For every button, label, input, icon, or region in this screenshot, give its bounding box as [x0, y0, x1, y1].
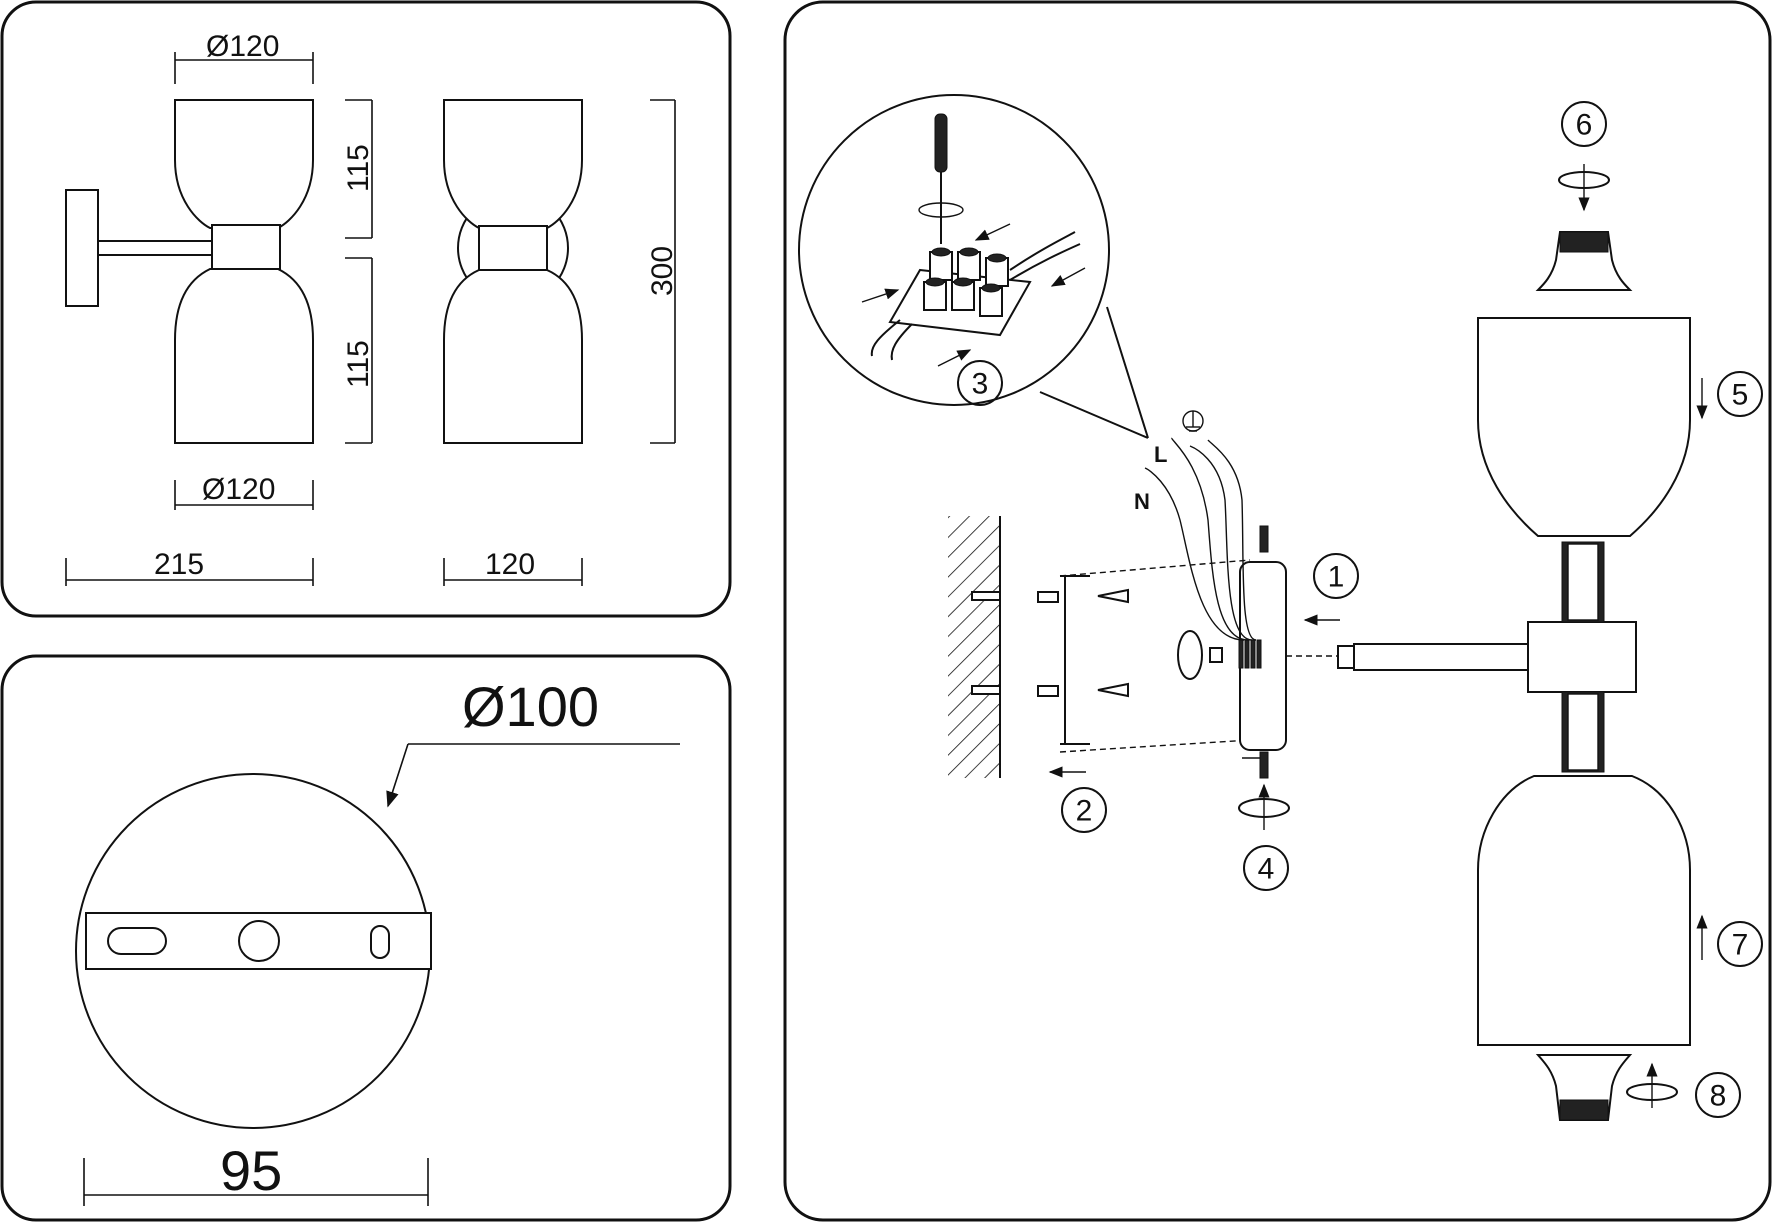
step-label-6: 6: [1576, 109, 1593, 142]
plate-diameter-label: Ø100: [462, 675, 599, 738]
depth-label: 215: [154, 548, 204, 581]
screw-slot: [370, 925, 390, 959]
lower-shade: [1477, 775, 1691, 1046]
step-label-4: 4: [1258, 853, 1275, 886]
step-marker-5: [1717, 371, 1763, 417]
top-diameter-label: Ø120: [206, 30, 279, 63]
step-label-1: 1: [1328, 561, 1345, 594]
lower-height-label: 115: [342, 340, 375, 388]
step-marker-3: [957, 360, 1003, 406]
total-height-label: 300: [646, 246, 679, 296]
step-markers: 1 2 3 4 5 6 7 8: [957, 101, 1763, 1118]
wall: [948, 516, 1000, 778]
mounting-plate-panel: Ø100 95: [0, 654, 732, 1222]
step-label-3: 3: [972, 368, 989, 401]
step-marker-2: [1061, 787, 1107, 833]
installation-panel: L N 1: [783, 0, 1772, 1222]
step-marker-7: [1717, 921, 1763, 967]
upper-shade: [1477, 317, 1691, 537]
dimension-lines: Ø120 115 115 Ø120 215 120 300: [65, 30, 679, 586]
front-view: [443, 99, 583, 444]
width-label: 120: [485, 548, 535, 581]
dimensions-panel: Ø120 115 115 Ø120 215 120 300: [0, 0, 732, 618]
step-label-8: 8: [1710, 1080, 1727, 1113]
live-wire-label: L: [1154, 442, 1167, 467]
step-marker-1: [1313, 553, 1359, 599]
wiring-detail-bubble: [798, 94, 1149, 439]
step-marker-8: [1695, 1072, 1741, 1118]
step-marker-4: [1243, 845, 1289, 891]
slot-hole: [107, 927, 167, 955]
neutral-wire-label: N: [1134, 489, 1150, 514]
center-hole: [238, 920, 280, 962]
plate-width-label: 95: [220, 1139, 282, 1202]
step-label-2: 2: [1076, 795, 1093, 828]
upper-height-label: 115: [342, 144, 375, 192]
side-view: [65, 99, 314, 444]
mounting-bracket: [1037, 559, 1251, 753]
center-holder: [1527, 621, 1637, 693]
step-marker-6: [1561, 101, 1607, 147]
step-label-5: 5: [1732, 379, 1749, 412]
arm: [1353, 643, 1531, 671]
bottom-diameter-label: Ø120: [202, 473, 275, 506]
step-label-7: 7: [1732, 929, 1749, 962]
